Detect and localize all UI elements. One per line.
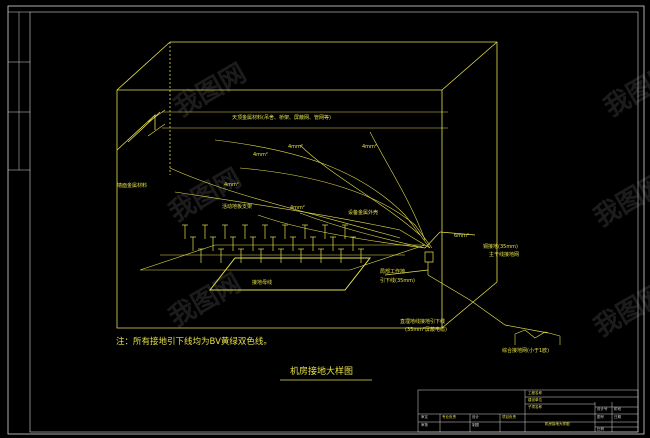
label-4mm-4: 4mm² [224,182,239,188]
tb-approve: 审定 [421,415,428,419]
label-ceiling-metal: 天顶金属材料(吊舍、桥架、屏蔽网、管网等) [232,115,331,121]
tb-date: 日期 [614,415,621,419]
floor-support-grid [182,224,364,263]
title-block-grid [417,389,639,433]
label-trunk-grounding: 主干线接地网 [489,252,520,258]
binding-strip [8,11,30,171]
label-wall-metal: 墙面金属材料 [117,183,148,189]
ground-bus [384,231,549,334]
label-down-line: 直埋地线接地引下线 [400,319,446,325]
drawing-title: 机房接地大样图 [290,367,354,377]
earth-network-symbol [514,329,561,345]
label-equip-housing: 设备金属外壳 [348,210,379,216]
tb-build-unit: 建设单位 [528,398,542,402]
drawing-outer-border [7,5,645,435]
equipotential-plate [208,257,372,291]
tb-drawing-name: 机房接地大样图 [545,422,570,426]
tb-draw: 制图 [472,423,479,427]
tb-phase: 阶段 [614,407,621,411]
label-copper-grounding: 铜接地(35mm) [483,244,519,250]
label-earth-network: 综合接地网(小于1欧) [502,348,550,354]
tb-scale: 比例 [597,427,604,431]
label-local-down: 引下线(35mm) [380,278,416,284]
label-4mm-5: 4mm² [290,205,305,211]
tb-drawing-no: 图号 [597,415,604,419]
tb-sub-item: 子项名称 [528,405,542,409]
label-local-work: 局部工作地 [380,269,406,275]
note-text: 注：所有接地引下线均为BV黄绿双色线。 [116,337,272,347]
tb-design: 设计 [472,415,479,419]
label-4mm-1: 4mm² [253,152,268,158]
tb-project-name: 工程名称 [528,391,542,395]
label-floor-support: 活动地板支架 [222,204,253,210]
label-4mm-3: 4mm² [362,144,377,150]
label-grounding-bus: 接地母线 [252,280,273,286]
drawing-inner-border [29,11,639,433]
tb-col-b: 项目负责 [502,415,516,419]
tb-check: 审核 [421,423,428,427]
tb-col-a: 专业负责 [442,415,456,419]
label-4mm-2: 4mm² [288,144,303,150]
label-6mm: 6mm² [454,233,469,239]
room-box [116,41,498,329]
grounding-wires [169,131,433,249]
label-down-line-sub: (35mm²屏蔽电缆) [405,327,448,333]
ceiling-metal-band [147,109,448,137]
tb-design-no: 设计号 [597,407,608,411]
